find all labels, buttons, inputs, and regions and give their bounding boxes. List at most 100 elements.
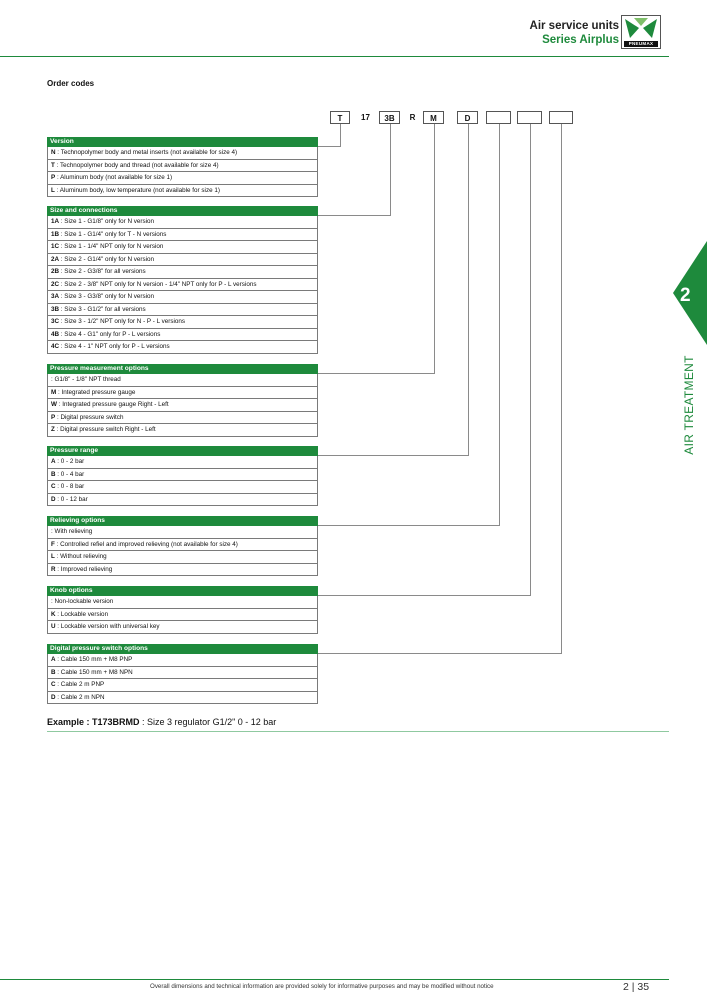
connector-line <box>434 124 435 374</box>
option-text: : 0 - 12 bar <box>55 495 88 503</box>
option-row: 2B : Size 2 - G3/8" for all versions <box>47 266 318 279</box>
option-row: P : Digital pressure switch <box>47 411 318 424</box>
header-subtitle: Series Airplus <box>542 34 619 46</box>
option-row: 1B : Size 1 - G1/4" only for T - N versi… <box>47 228 318 241</box>
section-title: Order codes <box>47 79 95 88</box>
option-text: : Size 2 - 3/8" NPT only for N version -… <box>59 280 257 288</box>
group-header: Digital pressure switch options <box>47 644 318 654</box>
option-row: F : Controlled refiel and improved relie… <box>47 538 318 551</box>
option-code: D <box>51 495 56 503</box>
option-text: : Cable 2 m PNP <box>55 681 105 688</box>
option-code: M <box>51 388 57 396</box>
connector-line <box>318 146 341 147</box>
option-code: 3C <box>51 318 60 325</box>
option-code: U <box>51 623 56 630</box>
pneumax-logo: PNEUMAX <box>621 15 661 49</box>
option-row: : Non-lockable version <box>47 596 318 609</box>
option-text: : Size 1 - G1/8" only for N version <box>59 218 155 225</box>
option-code: B <box>51 668 56 676</box>
option-row: B : 0 - 4 bar <box>47 468 318 481</box>
option-code: L <box>51 553 55 560</box>
option-row: : G1/8" - 1/8" NPT thread <box>47 374 318 387</box>
group-header: Knob options <box>47 586 318 596</box>
code-box: 3B <box>379 111 400 124</box>
option-row: U : Lockable version with universal key <box>47 621 318 634</box>
option-code: 1B <box>51 230 60 238</box>
option-text: : Lockable version <box>55 610 109 618</box>
option-row: D : 0 - 12 bar <box>47 493 318 506</box>
option-group: Pressure measurement options : G1/8" - 1… <box>47 364 318 437</box>
code-box: D <box>457 111 478 124</box>
option-text: : Technopolymer body and thread (not ava… <box>54 161 219 169</box>
option-code: W <box>51 401 57 408</box>
option-row: 3C : Size 3 - 1/2" NPT only for N - P - … <box>47 316 318 329</box>
option-code: T <box>51 161 55 169</box>
option-text: : Digital pressure switch Right - Left <box>54 426 156 433</box>
chapter-tab-icon <box>673 241 707 345</box>
option-text: : Without relieving <box>54 553 107 560</box>
option-text: : Aluminum body (not available for size … <box>55 174 173 181</box>
option-code: N <box>51 149 56 156</box>
option-code: K <box>51 610 56 618</box>
option-text: : Controlled refiel and improved relievi… <box>54 540 238 548</box>
connector-line <box>318 525 500 526</box>
option-text: : Size 4 - G1" only for P - L versions <box>59 330 161 338</box>
option-code: A <box>51 458 56 465</box>
option-code: R <box>51 565 56 573</box>
code-box <box>517 111 542 124</box>
option-code: 4C <box>51 343 60 350</box>
option-code: Z <box>51 426 55 433</box>
option-text: : Size 3 - G1/2" for all versions <box>59 305 146 313</box>
option-row: A : Cable 150 mm + M8 PNP <box>47 654 318 667</box>
logo-mark-icon <box>625 18 657 38</box>
example-line: Example : T173BRMD : Size 3 regulator G1… <box>47 717 276 727</box>
connector-line <box>340 124 341 147</box>
code-box <box>486 111 511 124</box>
group-header: Relieving options <box>47 516 318 526</box>
option-row: 4C : Size 4 - 1" NPT only for P - L vers… <box>47 341 318 354</box>
logo-text: PNEUMAX <box>624 41 658 47</box>
option-code: 1C <box>51 243 60 250</box>
option-code: 2A <box>51 255 60 263</box>
option-code: B <box>51 470 56 478</box>
option-code: 1A <box>51 218 60 225</box>
header-divider <box>0 56 669 57</box>
option-code: 2C <box>51 280 60 288</box>
header-title: Air service units <box>529 20 619 32</box>
example-text: : Size 3 regulator G1/2" 0 - 12 bar <box>139 717 277 727</box>
connector-line <box>318 373 435 374</box>
option-code: 3A <box>51 293 60 300</box>
code-box: M <box>423 111 444 124</box>
option-text: : Size 3 - 1/2" NPT only for N - P - L v… <box>59 318 186 325</box>
group-header: Version <box>47 137 318 147</box>
option-row: 3B : Size 3 - G1/2" for all versions <box>47 303 318 316</box>
header-title-block: Air service units Series Airplus <box>530 19 619 47</box>
option-text: : Digital pressure switch <box>55 413 124 421</box>
code-box: R <box>409 113 416 122</box>
option-code: C <box>51 681 56 688</box>
option-row: R : Improved relieving <box>47 563 318 576</box>
option-code: A <box>51 656 56 663</box>
connector-line <box>318 595 531 596</box>
connector-line <box>318 455 469 456</box>
code-box: T <box>330 111 350 124</box>
option-row: P : Aluminum body (not available for siz… <box>47 172 318 185</box>
connector-line <box>499 124 500 526</box>
footer-divider <box>0 979 669 980</box>
code-box: 17 <box>361 113 370 122</box>
option-row: L : Aluminum body, low temperature (not … <box>47 184 318 197</box>
option-row: Z : Digital pressure switch Right - Left <box>47 424 318 437</box>
option-row: 2C : Size 2 - 3/8" NPT only for N versio… <box>47 278 318 291</box>
option-text: : Size 2 - G3/8" for all versions <box>59 268 146 275</box>
option-text: : 0 - 2 bar <box>55 458 85 465</box>
chapter-label: AIR TREATMENT <box>682 355 696 455</box>
option-text: : 0 - 8 bar <box>55 483 85 490</box>
option-row: C : Cable 2 m PNP <box>47 679 318 692</box>
option-text: : Improved relieving <box>55 565 113 573</box>
group-header: Size and connections <box>47 206 318 216</box>
option-text: : With relieving <box>51 528 93 535</box>
option-row: 1C : Size 1 - 1/4" NPT only for N versio… <box>47 241 318 254</box>
